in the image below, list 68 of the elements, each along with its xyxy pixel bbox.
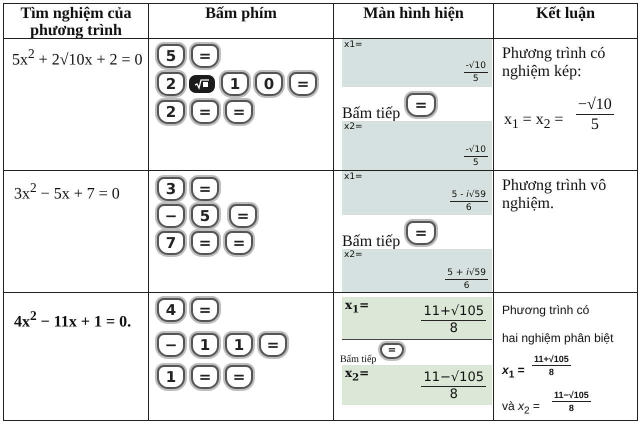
conclusion-text: hai nghiệm phân biệt <box>502 331 614 345</box>
calculator-key: 1 <box>221 72 249 96</box>
calculator-key: = <box>406 221 436 245</box>
fraction-numerator: -√10 <box>464 60 488 73</box>
calculator-key: 1 <box>157 365 185 389</box>
fraction-denominator: 8 <box>568 402 574 414</box>
fraction-denominator: 8 <box>450 387 458 403</box>
calculator-key: = <box>191 44 219 68</box>
fraction-numerator: 11−√105 <box>421 370 486 387</box>
fraction-numerator: 5 + i√59 <box>445 267 488 280</box>
calculator-key: = <box>225 231 253 255</box>
calculator-key: 2 <box>157 100 185 124</box>
calculator-key: 5 <box>191 204 219 228</box>
display-text: x2= <box>344 122 363 132</box>
equation-text: 5x$^{2}$ + 2√10x + 2 = 0 <box>12 45 143 70</box>
fraction-numerator: 11+√105 <box>532 353 571 366</box>
calculator-key: 2 <box>157 72 185 96</box>
conclusion-text: Phương trình có <box>502 303 590 317</box>
fraction-numerator: -√10 <box>464 144 488 157</box>
calculator-key: = <box>191 231 219 255</box>
equation-text: 3x$^{2}$ − 5x + 7 = 0 <box>14 179 120 204</box>
fraction-numerator: 11−√105 <box>552 389 591 402</box>
fraction-denominator: 6 <box>464 280 470 292</box>
fraction-denominator: 6 <box>466 202 472 214</box>
calculator-key: = <box>191 177 219 201</box>
calculator-key: 1 <box>191 333 219 357</box>
calculator-key: = <box>229 204 257 228</box>
display-text: x$_{2}$= <box>345 366 370 384</box>
calculator-key: = <box>289 72 317 96</box>
calculator-key: = <box>191 365 219 389</box>
fraction-numerator: 11+√105 <box>421 304 486 321</box>
column-header: Kết luận <box>493 3 638 39</box>
display-text: x$_{1}$= <box>345 298 370 316</box>
calculator-key: = <box>406 93 436 117</box>
calculator-key: − <box>157 333 185 357</box>
instruction-text: Bấm tiếp <box>340 353 376 367</box>
calculator-key: 7 <box>157 231 185 255</box>
math-text: x$_{1}$ = <box>502 363 525 380</box>
calculator-key: = <box>191 100 219 124</box>
fraction-denominator: 5 <box>590 115 599 134</box>
equation-text: 4x$^{2}$ − 11x + 1 = 0. <box>14 307 132 332</box>
math-text: và x$_{2}$ = <box>502 399 540 416</box>
math-text: x$_{1}$ = x$_{2}$ = <box>504 111 564 134</box>
instruction-text: Bấm tiếp <box>342 233 400 250</box>
conclusion-text: Phương trình vô nghiệm. <box>502 177 608 213</box>
fraction-denominator: 5 <box>472 157 479 169</box>
fraction-numerator: −√10 <box>576 95 614 115</box>
calculator-key: 0 <box>255 72 283 96</box>
fraction-denominator: 8 <box>450 321 458 337</box>
calculator-key: 1 <box>225 333 253 357</box>
calculator-key: 3 <box>157 177 185 201</box>
fraction-denominator: 5 <box>472 73 479 85</box>
fraction-denominator: 8 <box>548 366 554 378</box>
instruction-text: Bấm tiếp <box>342 105 400 122</box>
calculator-key: = <box>225 100 253 124</box>
column-header: Tìm nghiệm của phương trình <box>3 3 149 39</box>
calculator-key: 4 <box>157 298 185 322</box>
display-text: x1= <box>344 40 363 50</box>
calculator-key: = <box>380 343 404 359</box>
calculator-key: = <box>225 365 253 389</box>
calculator-key: 5 <box>157 44 185 68</box>
calculator-key: = <box>191 298 219 322</box>
fraction-numerator: 5 - i√59 <box>450 189 488 202</box>
calculator-key: = <box>259 333 287 357</box>
display-text: x1= <box>344 172 363 182</box>
conclusion-text: Phương trình có nghiệm kép: <box>502 45 606 81</box>
display-text: x2= <box>344 250 363 260</box>
calculator-key: − <box>157 204 185 228</box>
